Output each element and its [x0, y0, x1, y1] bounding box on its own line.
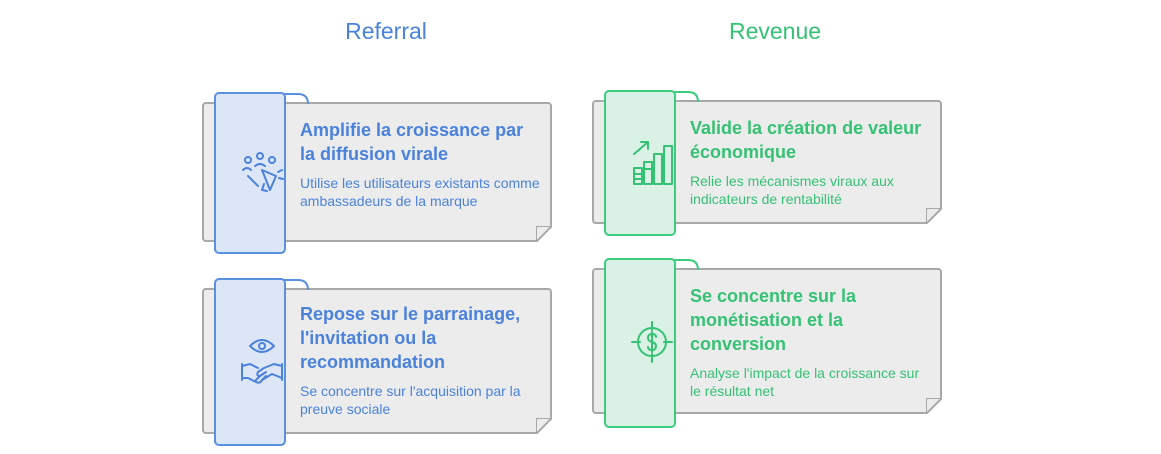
page-fold — [536, 418, 552, 434]
card-referral-2: Repose sur le parrainage, l'invitation o… — [202, 278, 554, 446]
card-description: Se concentre sur l'acquisition par la pr… — [300, 383, 521, 417]
card-tab — [604, 258, 676, 428]
column-title-revenue: Revenue — [728, 18, 822, 44]
growth-chart-icon — [626, 136, 678, 188]
card-tab — [214, 92, 286, 254]
tab-curl — [674, 259, 699, 271]
card-tab — [214, 278, 286, 446]
eye-handshake-icon — [236, 334, 288, 386]
card-revenue-1: Valide la création de valeur économique … — [592, 90, 944, 236]
dollar-target-icon — [626, 316, 678, 368]
card-title: Amplifie la croissance par la diffusion … — [300, 120, 524, 164]
page-fold — [536, 226, 552, 242]
card-description: Relie les mécanismes viraux aux indicate… — [690, 173, 894, 207]
tab-curl — [284, 93, 309, 105]
card-description: Analyse l'impact de la croissance sur le… — [690, 365, 920, 399]
card-title: Repose sur le parrainage, l'invitation o… — [300, 304, 521, 372]
page-fold — [926, 398, 942, 414]
tab-curl — [284, 279, 309, 291]
column-title-referral: Referral — [345, 18, 427, 44]
card-tab — [604, 90, 676, 236]
page-fold — [926, 208, 942, 224]
tab-curl — [674, 91, 699, 103]
card-revenue-2: Se concentre sur la monétisation et la c… — [592, 258, 944, 428]
card-title: Valide la création de valeur économique — [690, 118, 922, 162]
megaphone-people-icon — [236, 146, 288, 198]
card-title: Se concentre sur la monétisation et la c… — [690, 286, 857, 354]
card-description: Utilise les utilisateurs existants comme… — [300, 175, 540, 209]
card-referral-1: Amplifie la croissance par la diffusion … — [202, 92, 554, 254]
